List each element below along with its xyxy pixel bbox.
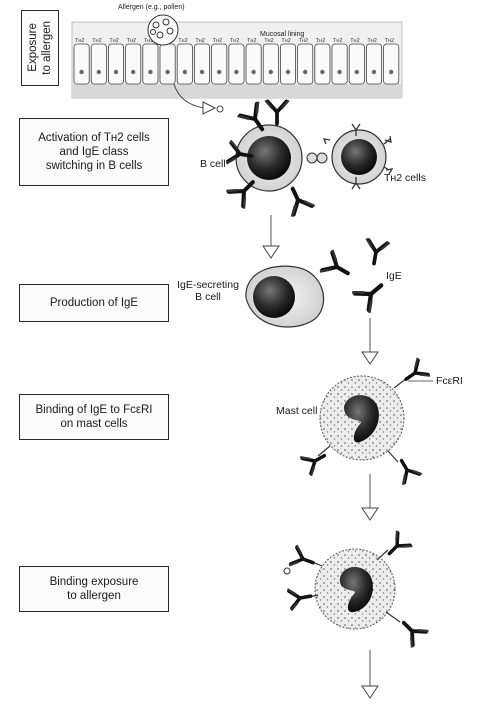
epithelial-nucleus [251, 69, 256, 75]
allergen-label: Allergen (e.g., pollen) [118, 4, 185, 11]
mast-cell-2 [283, 528, 431, 650]
epithelial-cell [90, 43, 107, 85]
epithelial-cell [279, 43, 296, 85]
epithelial-cell [331, 43, 348, 85]
epithelial-cell-mark: Tʜ2 [299, 38, 308, 44]
epithelial-cell-mark: Tʜ2 [75, 38, 84, 44]
epithelial-nucleus [148, 69, 153, 75]
mast-cell-1 [298, 356, 432, 487]
allergen-arrowhead [202, 101, 217, 115]
mast-cell-label: Mast cell [276, 405, 318, 417]
epithelial-cell-mark: Tʜ2 [127, 38, 136, 44]
epithelial-cell [383, 43, 400, 85]
epithelial-nucleus [217, 69, 222, 75]
stage-binding-ige-label: Binding of IgE to FcεRI on mast cells [35, 404, 153, 430]
flow-arrow-3 [361, 474, 379, 521]
epithelial-nucleus [79, 69, 84, 75]
epithelial-cells: Tʜ2 Tʜ2 Tʜ2 Tʜ2 Tʜ2 Tʜ2 Tʜ2 Tʜ2 Tʜ2 Tʜ2 Tʜ2 Tʜ2 Tʜ2 T… [73, 38, 400, 85]
th2-cell [322, 123, 394, 190]
epithelial-cell-mark: Tʜ2 [230, 38, 239, 44]
allergen-path-arrow [173, 83, 205, 109]
epithelial-cell [193, 43, 210, 85]
stage-activation-label: Activation of Tʜ2 cells and IgE class sw… [38, 132, 150, 172]
epithelial-cell-mark: Tʜ2 [264, 38, 273, 44]
epithelial-nucleus [182, 69, 187, 75]
cell-contact [306, 152, 328, 164]
flow-arrow-1 [262, 215, 280, 259]
ige-antibodies [317, 236, 390, 312]
epithelial-nucleus [165, 69, 170, 75]
epithelial-cell [348, 43, 365, 85]
ige-secreting-b-cell [245, 265, 325, 328]
fceri-label: FcεRI [436, 375, 463, 387]
flow-arrow-2 [361, 318, 379, 365]
epithelial-cell-mark: Tʜ2 [316, 38, 325, 44]
stage-binding-exposure-label: Binding exposure to allergen [49, 576, 139, 602]
stage-exposure-label: Exposure to allergen [27, 21, 53, 75]
epithelial-cell-mark: Tʜ2 [92, 38, 101, 44]
epithelial-cell [262, 43, 279, 85]
epithelial-cell-mark: Tʜ2 [247, 38, 256, 44]
stage-binding-ige-box: Binding of IgE to FcεRI on mast cells [19, 394, 169, 440]
epithelial-nucleus [371, 69, 377, 75]
flow-arrow-4 [361, 650, 379, 699]
epithelial-cell [108, 43, 125, 85]
b-cell [226, 98, 317, 219]
epithelial-cell [314, 43, 331, 85]
ige-label: IgE [386, 270, 402, 282]
epithelial-cell-mark: Tʜ2 [333, 38, 342, 44]
epithelial-cell [365, 43, 382, 85]
stage-activation-box: Activation of Tʜ2 cells and IgE class sw… [19, 118, 169, 186]
epithelial-cell [73, 43, 90, 85]
epithelial-nucleus [199, 69, 205, 75]
epithelial-nucleus [113, 69, 119, 75]
epithelial-cell [228, 43, 245, 85]
epithelial-cell [176, 43, 193, 85]
mucosal-lining-label: Mucosal lining [260, 31, 305, 38]
epithelial-cell-mark: Tʜ2 [350, 38, 359, 44]
epithelial-cell [245, 43, 262, 85]
epithelial-nucleus [234, 69, 239, 75]
epithelial-cell-mark: Tʜ2 [144, 38, 153, 44]
epithelial-cell [297, 43, 314, 85]
epithelial-nucleus [354, 69, 359, 75]
th2-cells-label: Tʜ2 cells [384, 172, 426, 184]
b-cell-label: B cell [200, 158, 226, 170]
epithelial-cell-mark: Tʜ2 [213, 38, 222, 44]
stage-production-label: Production of IgE [49, 297, 139, 309]
epithelial-nucleus [131, 69, 136, 75]
epithelial-cell-mark: Tʜ2 [281, 38, 290, 44]
epithelial-cell-mark: Tʜ2 [385, 38, 394, 44]
epithelial-nucleus [389, 69, 394, 75]
ige-secreting-b-cell-label: IgE-secreting B cell [177, 279, 239, 303]
epithelial-nucleus [337, 69, 342, 75]
epithelial-cell-mark: Tʜ2 [367, 38, 376, 44]
epithelial-nucleus [285, 69, 291, 75]
epithelial-cell-mark: Tʜ2 [178, 38, 187, 44]
epithelial-cell-mark: Tʜ2 [109, 38, 118, 44]
epithelial-cell [211, 43, 228, 85]
epithelial-nucleus [268, 69, 273, 75]
stage-exposure-box: Exposure to allergen [21, 10, 59, 86]
epithelial-cell-mark: Tʜ2 [195, 38, 204, 44]
epithelial-nucleus [320, 69, 325, 75]
allergen-particle [216, 105, 224, 113]
epithelial-cell [159, 43, 176, 85]
epithelial-nucleus [96, 69, 102, 75]
epithelial-nucleus [303, 69, 308, 75]
epithelial-cell [142, 43, 159, 85]
stage-production-box: Production of IgE [19, 284, 169, 322]
allergen-pollen [147, 14, 179, 46]
epithelial-cell [125, 43, 142, 85]
stage-binding-exposure-box: Binding exposure to allergen [19, 566, 169, 612]
